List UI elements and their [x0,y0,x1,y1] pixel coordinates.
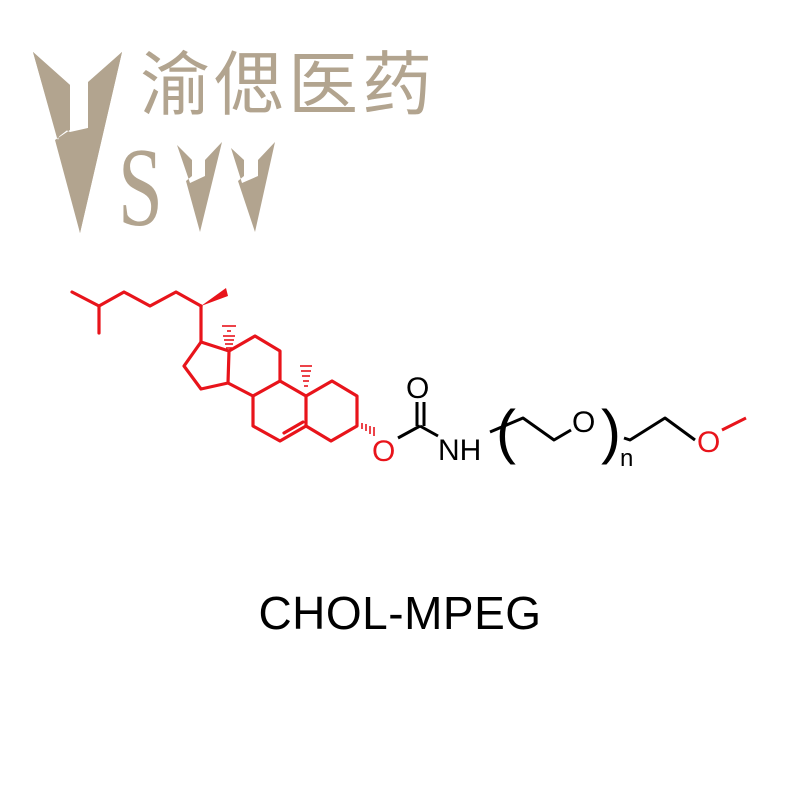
cholesterol-moiety [70,290,359,443]
logo-v-mark-icon [33,52,275,233]
carbonyl-oxygen-label: O [406,372,429,405]
wedge-bond [201,288,228,306]
carbamate-peg [397,402,696,442]
logo-letter-s: S [118,126,163,250]
methyl-bond [721,416,747,432]
company-name-cn: 渝偲医药 [140,44,436,126]
hashed-bonds [222,325,375,436]
chol-mpeg-structure: O O NH ( O ) n O [70,288,747,472]
repeat-open-bracket: ( [496,398,516,465]
company-logo: 渝偲医药 S [0,0,450,260]
amine-label: NH [438,434,481,467]
ester-oxygen-label: O [372,435,395,468]
repeat-close-bracket: ) [601,398,621,465]
repeat-subscript: n [620,445,633,472]
peg-oxygen-label: O [572,406,595,439]
methoxy-oxygen-label: O [697,426,720,459]
compound-title: CHOL-MPEG [258,587,542,639]
